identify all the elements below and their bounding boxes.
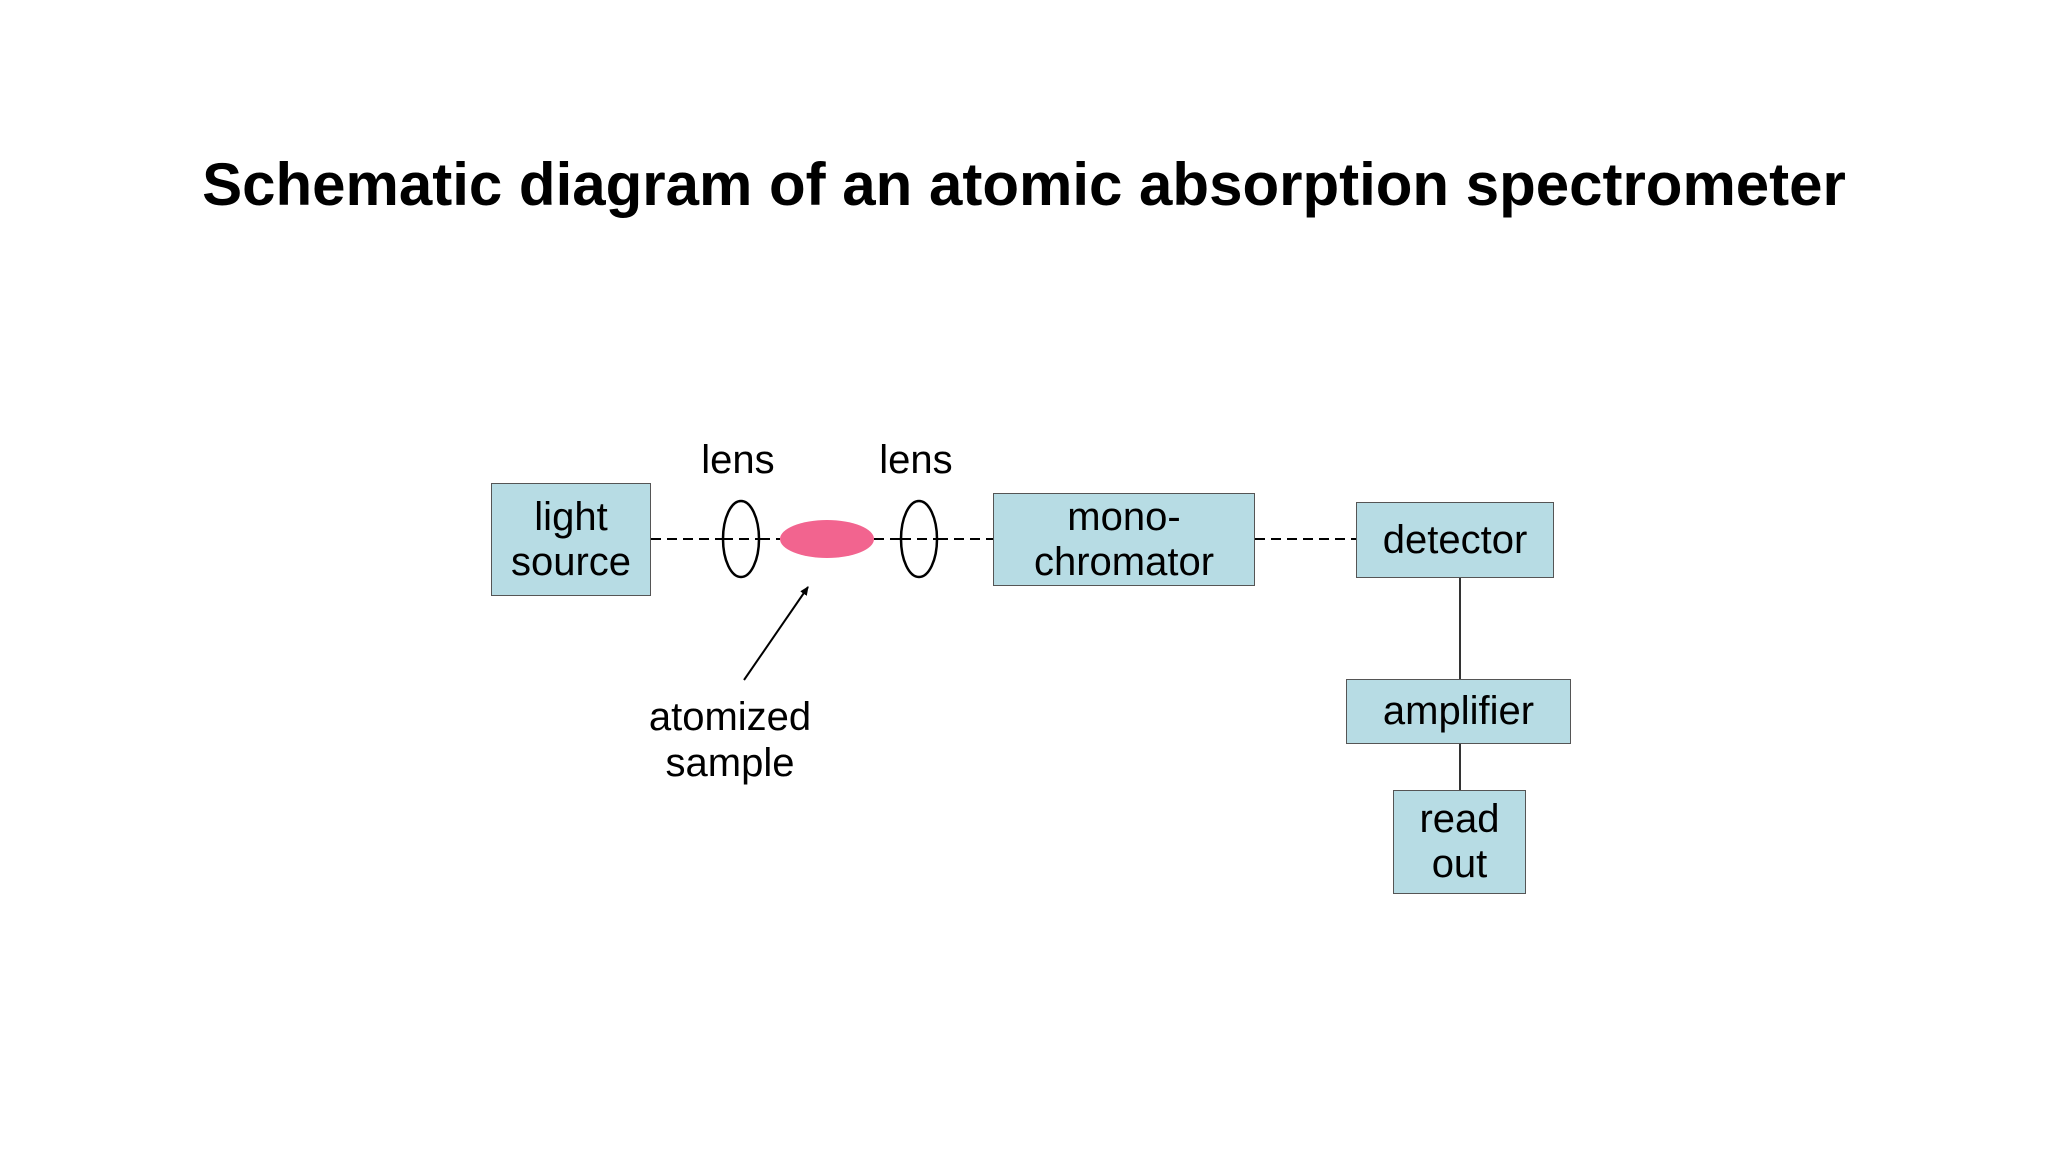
read-out-line1: read	[1419, 797, 1500, 841]
atomized-sample-icon	[780, 520, 874, 558]
lens-left-label: lens	[701, 438, 775, 482]
amplifier-box: amplifier	[1346, 679, 1571, 744]
amplifier-label: amplifier	[1382, 689, 1535, 733]
monochromator-line2: chromator	[1033, 539, 1215, 584]
monochromator-box: mono- chromator	[993, 493, 1255, 586]
light-source-box: light source	[491, 483, 651, 596]
atomized-sample-label: atomized sample	[620, 694, 840, 786]
read-out-line2: out	[1431, 842, 1488, 886]
detector-box: detector	[1356, 502, 1554, 578]
read-out-box: read out	[1393, 790, 1526, 894]
monochromator-line1: mono-	[1067, 494, 1181, 539]
diagram-title: Schematic diagram of an atomic absorptio…	[202, 151, 1846, 218]
atomized-sample-label-line2: sample	[665, 741, 795, 785]
lens-right-label: lens	[879, 438, 953, 482]
light-source-line2: source	[510, 539, 632, 584]
light-source-line1: light	[534, 494, 608, 539]
detector-label: detector	[1382, 517, 1528, 562]
atomized-sample-label-line1: atomized	[648, 695, 812, 739]
sample-pointer-arrow	[743, 586, 809, 681]
